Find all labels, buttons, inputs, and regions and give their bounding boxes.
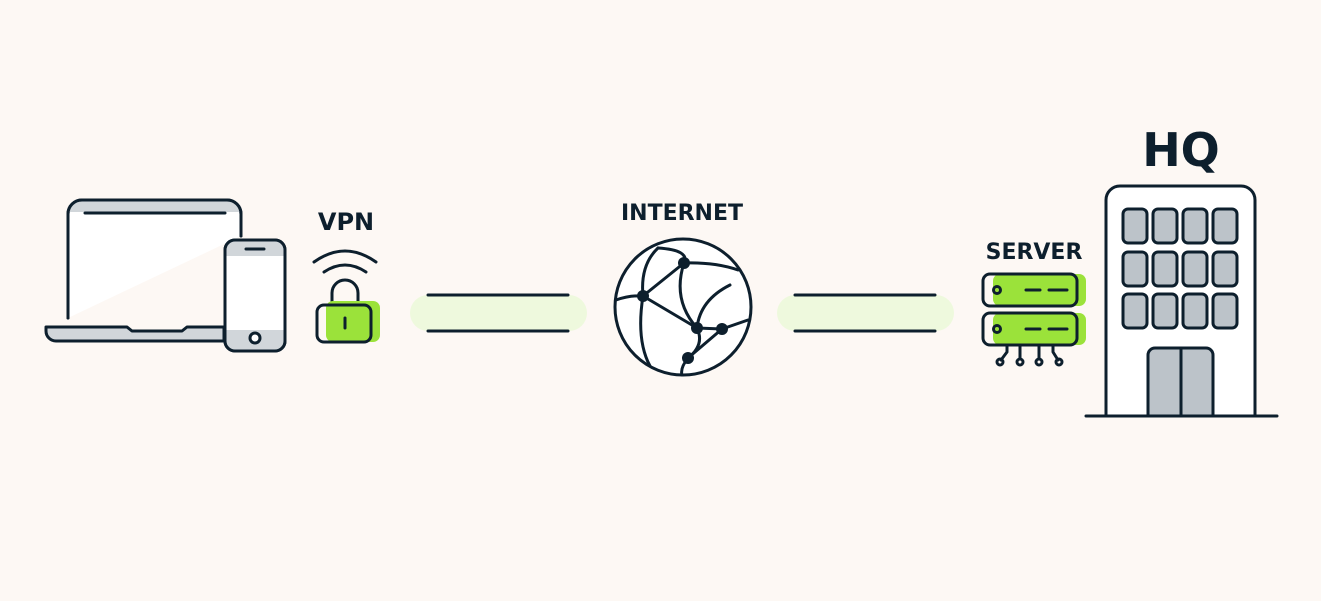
vpn-label: VPN bbox=[318, 208, 374, 236]
globe-icon bbox=[613, 237, 753, 377]
internet-label: INTERNET bbox=[621, 201, 743, 226]
laptop-icon bbox=[44, 198, 243, 343]
phone-icon bbox=[223, 238, 287, 353]
building-icon bbox=[1084, 184, 1279, 418]
vpn-tunnel-left bbox=[410, 293, 587, 333]
hq-label: HQ bbox=[1142, 123, 1220, 177]
vpn-tunnel-right bbox=[777, 293, 954, 333]
lock-icon bbox=[315, 278, 380, 344]
wifi-icon bbox=[312, 249, 378, 274]
server-icon bbox=[981, 272, 1086, 367]
server-label: SERVER bbox=[986, 240, 1083, 265]
